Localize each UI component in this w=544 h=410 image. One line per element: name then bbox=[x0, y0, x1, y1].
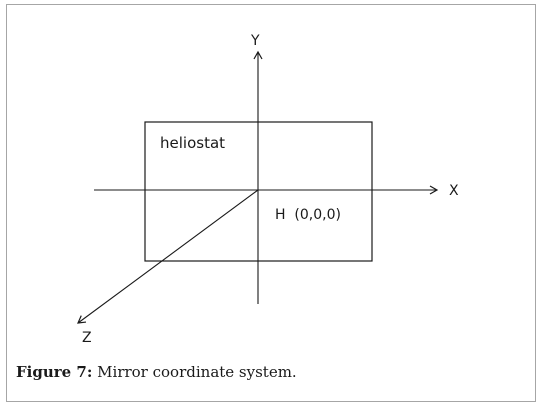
caption-label: Figure 7: bbox=[16, 363, 93, 381]
x-axis-label: X bbox=[449, 183, 459, 199]
z-axis-label: Z bbox=[82, 330, 92, 346]
figure-caption: Figure 7: Mirror coordinate system. bbox=[16, 363, 297, 381]
z-axis bbox=[77, 189, 259, 324]
heliostat-label: heliostat bbox=[160, 134, 225, 152]
y-axis-label: Y bbox=[250, 33, 260, 49]
figure-frame bbox=[6, 4, 536, 402]
caption-text: Mirror coordinate system. bbox=[92, 363, 297, 381]
origin-label: H (0,0,0) bbox=[275, 207, 341, 223]
